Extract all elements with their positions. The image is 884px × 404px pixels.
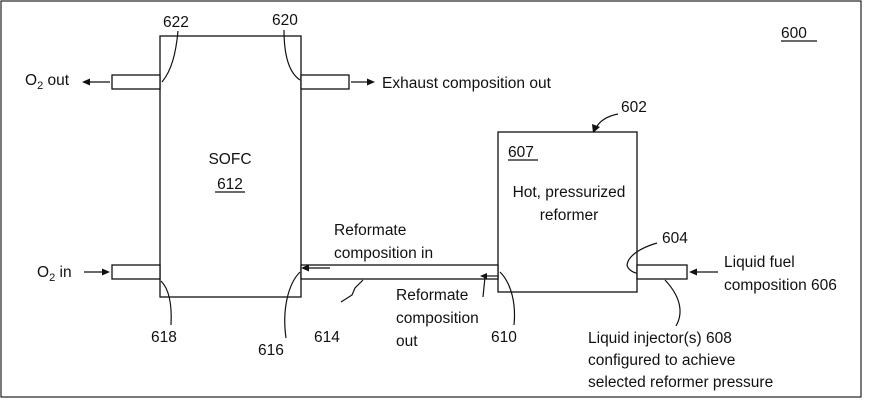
ref-616: 616: [258, 342, 284, 359]
reformate-out-label-line1: Reformate: [396, 287, 468, 304]
o2-in-arrowhead: [102, 268, 110, 276]
reformate-in-label-line2: composition in: [334, 245, 433, 262]
leader-618: [160, 280, 172, 326]
reformate-out-leader: [482, 276, 486, 298]
o2-out-port: [111, 74, 161, 90]
liquid-fuel-arrowhead: [689, 268, 697, 276]
ref-602: 602: [621, 99, 647, 116]
leader-616: [284, 271, 301, 339]
o2-out-arrowhead: [82, 78, 90, 86]
leader-614: [340, 279, 364, 303]
reformer-label-line1: Hot, pressurized: [513, 184, 626, 201]
reformer-block: [497, 131, 638, 293]
ref-610: 610: [491, 329, 517, 346]
injector-label-line1: Liquid injector(s) 608: [588, 330, 732, 347]
leader-602-arrowhead: [592, 124, 600, 133]
sofc-block: [159, 35, 302, 298]
injector-label-line3: selected reformer pressure: [588, 374, 773, 391]
leader-620: [283, 29, 301, 81]
reformate-in-arrowhead: [301, 264, 309, 272]
reformer-label-line2: reformer: [540, 207, 599, 224]
liquid-injector-port: [636, 264, 688, 280]
figure-frame: [0, 0, 862, 398]
o2-out-label: O2 out: [25, 72, 70, 92]
exhaust-arrowhead: [367, 78, 375, 86]
ref-618: 618: [151, 329, 177, 346]
ref-622: 622: [163, 14, 189, 31]
sofc-ref: 612: [217, 176, 243, 193]
reformate-out-label-line3: out: [396, 333, 418, 350]
leader-610: [499, 271, 516, 326]
o2-in-port: [111, 264, 161, 280]
ref-620: 620: [272, 12, 298, 29]
exhaust-label: Exhaust composition out: [382, 75, 552, 92]
figure-number: 600: [781, 25, 807, 42]
leader-622: [161, 30, 179, 83]
reformate-in-label-line1: Reformate: [334, 222, 406, 239]
sofc-label: SOFC: [208, 151, 251, 168]
liquid-fuel-label-line2: composition 606: [724, 277, 837, 294]
ref-604: 604: [662, 230, 688, 247]
exhaust-port: [300, 74, 350, 90]
injector-label-line2: configured to achieve: [588, 352, 735, 369]
reformate-conduit: [300, 264, 499, 280]
liquid-fuel-label-line1: Liquid fuel: [724, 254, 795, 271]
reformer-ref: 607: [508, 144, 534, 161]
leader-604: [626, 242, 658, 274]
o2-in-label: O2 in: [37, 264, 72, 284]
injector-leader: [664, 279, 681, 327]
ref-614: 614: [314, 329, 340, 346]
leader-602: [595, 113, 619, 129]
reformate-out-label-line2: composition: [396, 310, 479, 327]
